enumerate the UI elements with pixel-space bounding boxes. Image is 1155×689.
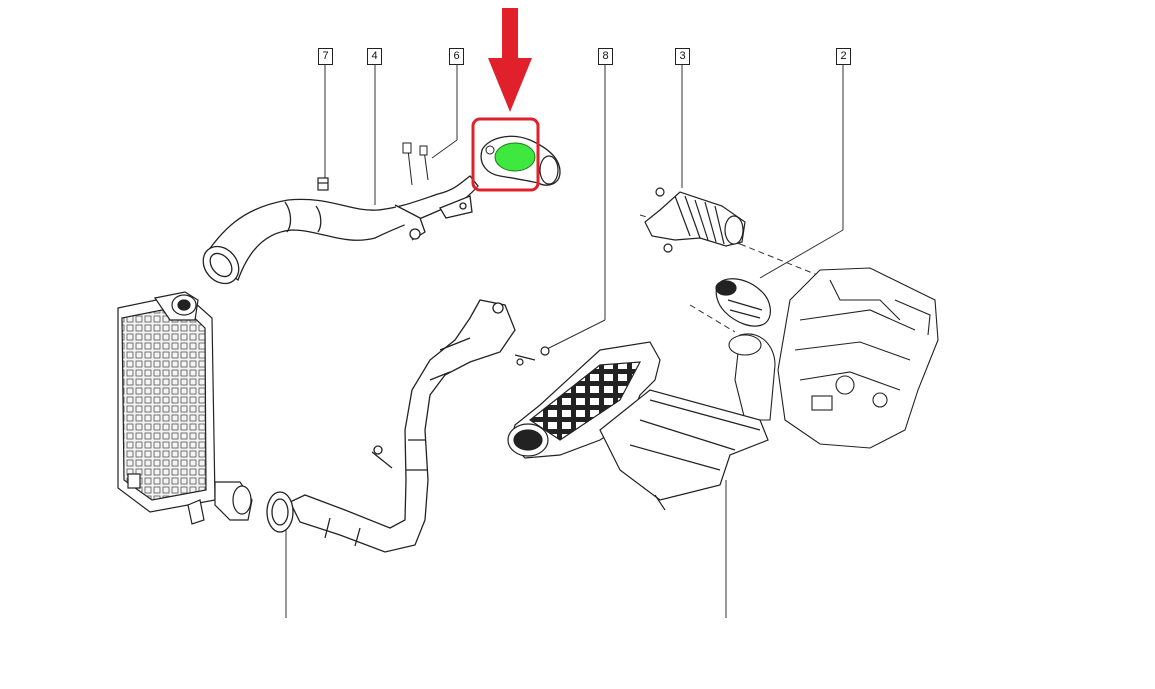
- callout-3: 3: [675, 48, 690, 65]
- callout-6: 6: [449, 48, 464, 65]
- callout-7: 7: [318, 48, 333, 65]
- part-3-air-inlet-hose: [644, 187, 746, 253]
- part-2-bellows: [715, 278, 771, 327]
- callout-8: 8: [598, 48, 613, 65]
- red-arrow-indicator: [488, 8, 532, 112]
- part-8-air-duct: [507, 341, 769, 511]
- part-6-elbow-hose: [471, 117, 561, 192]
- engine-assembly: [728, 267, 939, 449]
- part-7-clip: [317, 177, 329, 191]
- lower-intercooler-hose: [266, 299, 516, 553]
- part-4-upper-hose: [202, 175, 479, 285]
- callout-4: 4: [367, 48, 382, 65]
- intercooler-radiator: [117, 291, 253, 525]
- callout-2: 2: [836, 48, 851, 65]
- highlight-box: [471, 117, 540, 192]
- part-6-screws: [402, 142, 429, 186]
